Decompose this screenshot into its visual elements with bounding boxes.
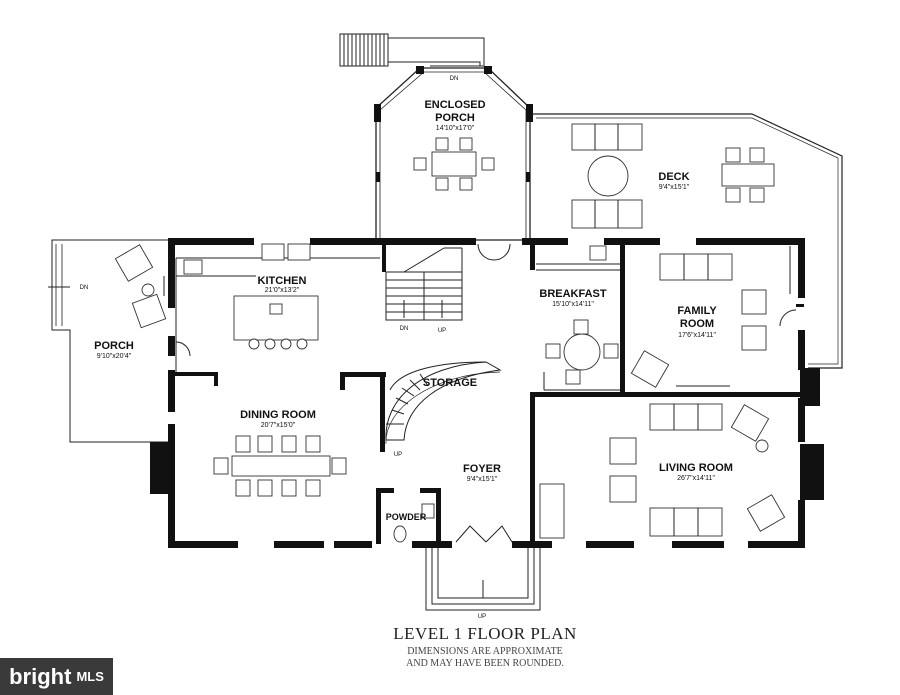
main-walls: [150, 238, 824, 548]
label-up-curved-stair: UP: [394, 452, 402, 458]
porch-dims: 9'10"x20'4": [97, 353, 132, 360]
enclosed-porch: [374, 66, 533, 241]
label-dn-top: DN: [450, 76, 459, 82]
dining-fixtures: [213, 435, 347, 497]
plan-note-line-2: AND MAY HAVE BEEN ROUNDED.: [406, 658, 564, 669]
left-porch: [48, 239, 170, 443]
watermark-suffix: MLS: [76, 669, 104, 684]
foyer-name: FOYER: [463, 463, 501, 475]
label-dn-rear-stair: DN: [400, 326, 409, 332]
powder-fixtures: [393, 503, 435, 543]
rear-door-swing: [477, 243, 495, 261]
living-room-fixtures: [539, 403, 786, 539]
label-up-rear-stair: UP: [438, 328, 446, 334]
label-dn-porch: DN: [80, 285, 89, 291]
deck: [532, 113, 843, 369]
deck-dims: 9'4"x15'1": [659, 184, 690, 191]
living-room-name: LIVING ROOM: [659, 462, 733, 474]
breakfast-fixtures: [536, 245, 620, 391]
family-room-dims: 17'6"x14'11": [678, 332, 716, 339]
storage-name: STORAGE: [423, 377, 477, 389]
kitchen-dims: 21'0"x13'2": [265, 287, 300, 294]
breakfast-name: BREAKFAST: [539, 288, 607, 300]
kitchen-fixtures: [163, 243, 380, 372]
enclosed-porch-name-1: ENCLOSED: [424, 99, 485, 111]
enclosed-porch-dims: 14'10"x17'0": [436, 125, 475, 132]
label-up-front: UP: [478, 614, 486, 620]
enclosed-porch-name-2: PORCH: [435, 112, 475, 124]
family-room-fixtures: [630, 246, 797, 388]
bright-mls-watermark: bright MLS: [0, 658, 113, 695]
kitchen-name: KITCHEN: [258, 275, 307, 287]
porch-name: PORCH: [94, 340, 134, 352]
curved-staircase: [385, 361, 502, 445]
family-room-name-2: ROOM: [680, 318, 714, 330]
front-entry: [425, 525, 541, 611]
top-exterior-stairs: [339, 33, 485, 67]
plan-title: LEVEL 1 FLOOR PLAN: [393, 624, 577, 643]
dining-room-name: DINING ROOM: [240, 409, 316, 421]
deck-name: DECK: [658, 171, 689, 183]
living-room-dims: 26'7"x14'11": [677, 475, 715, 482]
interior-walls: [172, 240, 804, 544]
foyer-dims: 9'4"x15'1": [467, 476, 498, 483]
rear-staircase: [385, 247, 463, 321]
powder-name: POWDER: [386, 512, 427, 522]
plan-note-line-1: DIMENSIONS ARE APPROXIMATE: [407, 646, 563, 657]
watermark-brand: bright: [9, 663, 72, 689]
breakfast-dims: 15'10"x14'11": [552, 301, 594, 308]
dining-room-dims: 20'7"x15'0": [261, 422, 296, 429]
family-room-name-1: FAMILY: [677, 305, 717, 317]
